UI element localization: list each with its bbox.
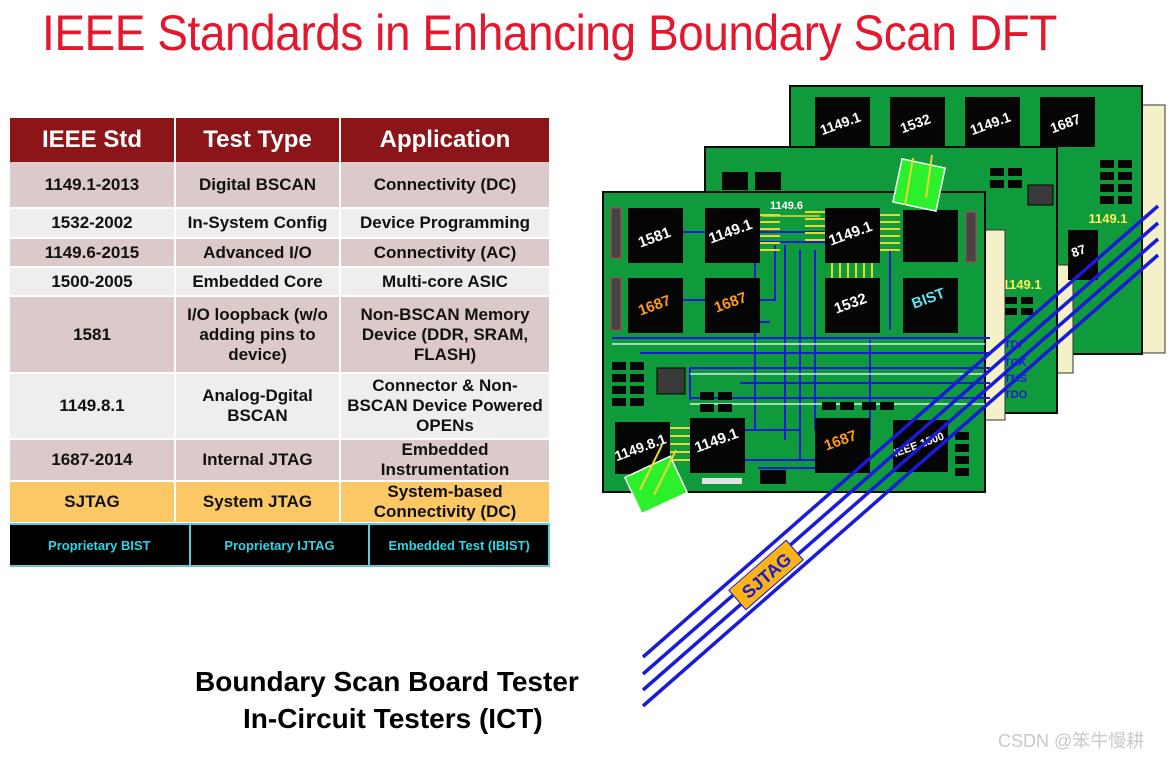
jtag-signal-labels: TDI TCK TMS TDO xyxy=(1004,339,1028,401)
std-cell: 1500-2005 xyxy=(10,267,176,297)
watermark: CSDN @笨牛慢耕 xyxy=(998,731,1145,751)
signal-tms: TMS xyxy=(1004,373,1027,385)
test-type-cell: In-System Config xyxy=(175,208,341,239)
proprietary-ijtag-cell: Proprietary IJTAG xyxy=(189,523,371,567)
table-header-row: IEEE Std Test Type Application xyxy=(10,118,551,162)
table-row: 1687-2014 Internal JTAG Embedded Instrum… xyxy=(10,439,551,482)
signal-tck: TCK xyxy=(1004,357,1027,369)
proprietary-table: Proprietary BIST Proprietary IJTAG Embed… xyxy=(10,523,550,567)
std-cell: 1149.8.1 xyxy=(10,373,176,440)
application-cell: Non-BSCAN Memory Device (DDR, SRAM, FLAS… xyxy=(340,296,551,374)
signal-tdo: TDO xyxy=(1004,389,1028,401)
std-cell: 1581 xyxy=(10,296,176,374)
mid-board-label: 1149.1 xyxy=(1002,277,1041,292)
page-title: IEEE Standards in Enhancing Boundary Sca… xyxy=(42,5,1057,61)
probe-top xyxy=(892,154,946,212)
std-cell: 1532-2002 xyxy=(10,208,176,239)
table-row: 1149.8.1 Analog-Dgital BSCAN Connector &… xyxy=(10,373,551,440)
probe-bottom xyxy=(623,444,689,515)
tester-caption-line2: In-Circuit Testers (ICT) xyxy=(243,703,543,734)
application-cell: Device Programming xyxy=(340,208,551,239)
table-row: 1500-2005 Embedded Core Multi-core ASIC xyxy=(10,267,551,297)
test-type-cell: I/O loopback (w/o adding pins to device) xyxy=(175,296,341,374)
application-cell: Embedded Instrumentation xyxy=(340,439,551,482)
test-type-cell: Digital BSCAN xyxy=(175,162,341,209)
application-cell: Connectivity (AC) xyxy=(340,238,551,268)
proprietary-row: Proprietary BIST Proprietary IJTAG Embed… xyxy=(10,523,550,567)
table-row: 1581 I/O loopback (w/o adding pins to de… xyxy=(10,296,551,374)
std-cell: SJTAG xyxy=(10,481,176,524)
std-cell: 1149.6-2015 xyxy=(10,238,176,268)
test-type-cell: Embedded Core xyxy=(175,267,341,297)
signal-tdi: TDI xyxy=(1004,339,1022,351)
test-type-cell: Internal JTAG xyxy=(175,439,341,482)
header-ieee-std: IEEE Std xyxy=(10,118,176,162)
application-cell: Multi-core ASIC xyxy=(340,267,551,297)
application-cell: Connector & Non-BSCAN Device Powered OPE… xyxy=(340,373,551,440)
header-application: Application xyxy=(340,118,551,162)
front-board: 1581 1149.1 1149.1 1687 1687 1532 BIST 1… xyxy=(602,191,1006,493)
table-row: 1149.1-2013 Digital BSCAN Connectivity (… xyxy=(10,162,551,209)
std-cell: 1149.1-2013 xyxy=(10,162,176,209)
header-test-type: Test Type xyxy=(175,118,341,162)
table-row: 1532-2002 In-System Config Device Progra… xyxy=(10,208,551,239)
tester-caption-line1: Boundary Scan Board Tester xyxy=(195,666,579,697)
proprietary-bist-cell: Proprietary BIST xyxy=(10,523,191,567)
mid-board-label: 87 xyxy=(1069,241,1088,260)
test-type-cell: Advanced I/O xyxy=(175,238,341,268)
table-row: SJTAG System JTAG System-based Connectiv… xyxy=(10,481,551,524)
std-cell: 1687-2014 xyxy=(10,439,176,482)
embedded-test-cell: Embedded Test (IBIST) xyxy=(369,523,550,567)
ieee-standards-table: IEEE Std Test Type Application 1149.1-20… xyxy=(10,118,551,524)
back-board-label: 1149.1 xyxy=(1088,211,1127,226)
table-row: 1149.6-2015 Advanced I/O Connectivity (A… xyxy=(10,238,551,268)
test-type-cell: System JTAG xyxy=(175,481,341,524)
application-cell: Connectivity (DC) xyxy=(340,162,551,209)
sjtag-cable xyxy=(641,204,1160,708)
bus-label: 1149.6 xyxy=(770,200,803,212)
test-type-cell: Analog-Dgital BSCAN xyxy=(175,373,341,440)
application-cell: System-based Connectivity (DC) xyxy=(340,481,551,524)
